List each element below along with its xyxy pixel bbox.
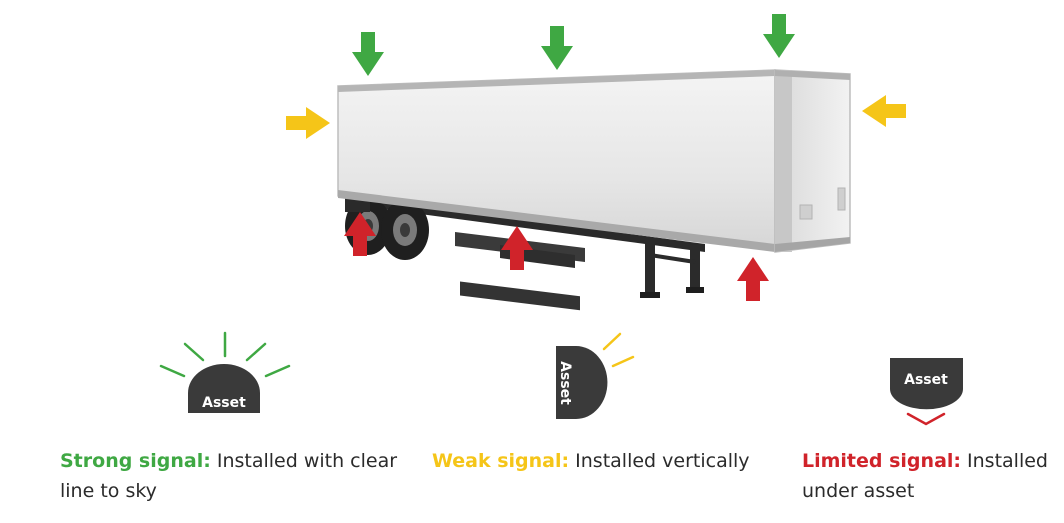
asset-label: Asset xyxy=(904,372,948,388)
asset-shape xyxy=(556,346,608,419)
signal-rays xyxy=(602,332,635,368)
arrow-up-icon xyxy=(501,226,533,270)
arrow-up-icon xyxy=(737,257,769,301)
signal-rays xyxy=(159,331,291,378)
arrow-right-icon xyxy=(286,107,330,139)
arrow-down-icon xyxy=(352,32,384,76)
asset-shape xyxy=(890,358,963,410)
signal-arrows xyxy=(286,14,906,301)
arrow-down-icon xyxy=(541,26,573,70)
asset-shape xyxy=(188,364,260,413)
legend-weak-lead: Weak signal: xyxy=(432,450,570,472)
legend-strong-lead: Strong signal: xyxy=(60,450,211,472)
legend-weak-text: Installed vertically xyxy=(569,450,750,472)
arrow-down-icon xyxy=(763,14,795,58)
strong-signal-asset-icon: Asset xyxy=(159,331,291,413)
signal-ray xyxy=(906,412,946,426)
legend-weak-signal: Weak signal: Installed vertically xyxy=(432,446,792,476)
legend-limited-signal: Limited signal: Installed under asset xyxy=(802,446,1064,506)
legend-limited-lead: Limited signal: xyxy=(802,450,961,472)
asset-label: Asset xyxy=(202,395,246,411)
limited-signal-asset-icon: Asset xyxy=(890,358,963,426)
legend-limited-text: Installed under asset xyxy=(802,450,1048,502)
asset-label: Asset xyxy=(557,361,573,405)
legend-strong-signal: Strong signal: Installed with clear line… xyxy=(60,446,400,506)
arrow-up-icon xyxy=(344,212,376,256)
arrow-left-icon xyxy=(862,95,906,127)
legend-strong-text: Installed with clear line to sky xyxy=(60,450,398,502)
trailer-image xyxy=(337,69,851,311)
weak-signal-asset-icon: Asset xyxy=(556,332,635,419)
